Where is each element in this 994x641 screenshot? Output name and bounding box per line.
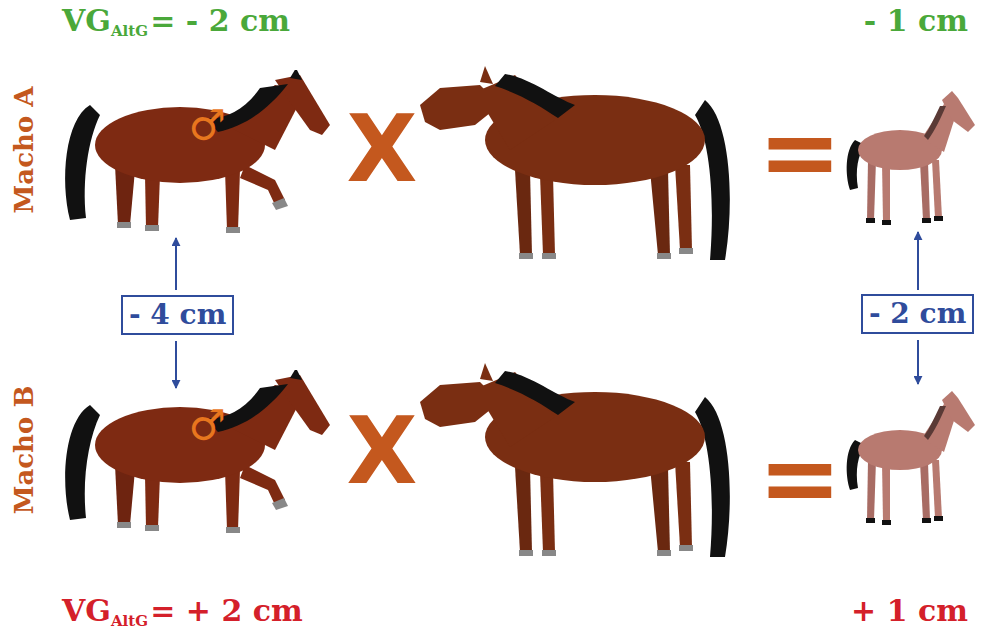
mare-top — [420, 66, 730, 260]
label-text: VG — [62, 3, 111, 38]
label-text: Macho A — [9, 87, 39, 214]
breeding-value-top: VGAltG= - 2 cm — [62, 4, 290, 41]
label-text: ♂ — [188, 101, 226, 150]
difference-value: - 2 cm — [869, 297, 966, 331]
male-symbol: ♂ — [188, 405, 226, 447]
label-text: AltG — [111, 612, 148, 630]
difference-box: - 2 cm — [861, 294, 974, 334]
cross-sign: X — [347, 406, 418, 498]
male-symbol: ♂ — [188, 105, 226, 147]
label-text: AltG — [111, 22, 148, 40]
offspring-value-bottom: + 1 cm — [851, 594, 968, 629]
difference-value: - 4 cm — [129, 298, 226, 332]
label-text: = — [758, 419, 842, 536]
difference-arrows — [176, 232, 918, 388]
difference-box: - 4 cm — [121, 295, 234, 335]
stallion-a — [65, 68, 330, 233]
offspring-value-top: - 1 cm — [864, 4, 968, 39]
stallion-b — [65, 368, 330, 533]
foal-top — [847, 91, 975, 225]
sire-name: Macho B — [11, 386, 37, 515]
label-text: = - 2 cm — [150, 3, 290, 38]
breeding-value-bottom: VGAltG= + 2 cm — [62, 594, 303, 631]
label-text: X — [347, 398, 418, 505]
label-text: + 1 cm — [851, 593, 968, 628]
cross-sign: X — [347, 104, 418, 196]
sire-name: Macho A — [11, 87, 37, 214]
label-text: = + 2 cm — [150, 593, 303, 628]
label-text: Macho B — [9, 386, 39, 515]
label-text: = — [758, 93, 842, 210]
label-text: ♂ — [188, 401, 226, 450]
mare-bottom — [420, 363, 730, 557]
equals-sign: = — [758, 428, 842, 528]
label-text: VG — [62, 593, 111, 628]
foal-bottom — [847, 391, 975, 525]
label-text: - 1 cm — [864, 3, 968, 38]
equals-sign: = — [758, 102, 842, 202]
label-text: X — [347, 96, 418, 203]
